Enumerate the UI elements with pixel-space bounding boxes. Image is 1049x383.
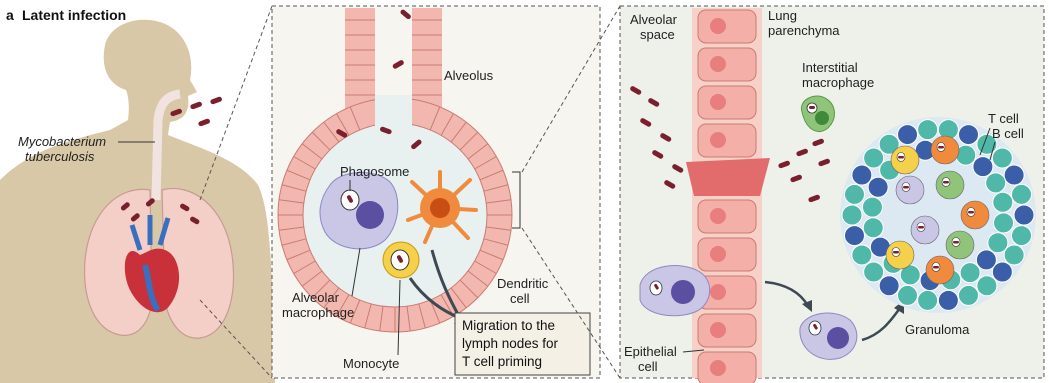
t-cell-label: T cell: [988, 111, 1019, 126]
epithelial-side-macrophage: [640, 266, 710, 316]
bacterium: [968, 211, 974, 214]
bacterium: [943, 181, 949, 184]
bacterium-label-line1: Mycobacterium: [18, 134, 106, 149]
panel-subtitle: Latent infection: [22, 7, 126, 23]
b-cell: [976, 250, 996, 270]
epithelial-cell: [698, 352, 756, 383]
b-cell: [1004, 165, 1024, 185]
b-cell: [938, 290, 958, 310]
granuloma-core-cell: [961, 201, 989, 229]
epithelial-cell: [698, 314, 756, 347]
epithelial-cell: [698, 238, 756, 271]
t-cell: [960, 263, 980, 283]
epithelial-nucleus: [710, 284, 726, 300]
granuloma-core-cell: [936, 171, 964, 199]
migration-text-line3: T cell priming: [462, 354, 542, 369]
interstitial-label-line1: Interstitial: [802, 60, 858, 75]
phagosome-label: Phagosome: [340, 164, 409, 179]
b-cell: [852, 165, 872, 185]
dendritic-label-line2: cell: [510, 291, 530, 306]
granuloma-core-cell: [896, 176, 924, 204]
t-cell: [918, 120, 938, 140]
alveolus-panel: Migration to the lymph nodes for T cell …: [272, 6, 620, 378]
epithelial-nucleus: [710, 94, 726, 110]
epithelial-nucleus: [710, 208, 726, 224]
b-cell: [844, 226, 864, 246]
epithelial-cell: [698, 48, 756, 81]
b-cell: [868, 177, 888, 197]
t-cell: [1004, 245, 1024, 265]
epithelial-cell: [698, 200, 756, 233]
b-cell: [879, 276, 899, 296]
granuloma-core-cell: [926, 256, 954, 284]
t-cell: [993, 192, 1013, 212]
alveolar-macrophage-label-line1: Alveolar: [292, 290, 340, 305]
t-cell: [898, 285, 918, 305]
granuloma-panel: Alveolar space Lung parenchyma Interstit…: [620, 6, 1044, 383]
bacterium: [918, 226, 924, 229]
dendritic-label-line1: Dendritic: [497, 276, 549, 291]
human-figure: Mycobacterium tuberculosis: [0, 6, 275, 383]
t-cell: [918, 290, 938, 310]
t-cell: [842, 205, 862, 225]
alveolar-space-label-line2: space: [640, 27, 675, 42]
bacterium: [903, 186, 909, 189]
bacterium-label-line2: tuberculosis: [25, 149, 95, 164]
granuloma-core-cell: [886, 241, 914, 269]
granuloma-core-cell: [946, 231, 974, 259]
epithelial-cell: [698, 86, 756, 119]
epithelial-nucleus: [710, 360, 726, 376]
t-cell: [988, 233, 1008, 253]
bacterium: [933, 266, 939, 269]
epithelial-nucleus: [710, 322, 726, 338]
migration-text-line1: Migration to the: [462, 318, 555, 333]
panel-letter: a: [6, 7, 14, 23]
alveolar-space-label-line1: Alveolar: [630, 12, 678, 27]
bacterium: [938, 146, 944, 149]
epithelial-nucleus: [710, 246, 726, 262]
epithelial-nucleus: [710, 132, 726, 148]
t-cell: [852, 245, 872, 265]
granuloma-label: Granuloma: [905, 322, 970, 337]
epithelial-nucleus: [710, 56, 726, 72]
bacterium: [953, 241, 959, 244]
alveolus-label: Alveolus: [444, 68, 494, 83]
granuloma-core-cell: [931, 136, 959, 164]
monocyte: [383, 242, 419, 278]
bacterium: [898, 156, 904, 159]
b-cell: [898, 125, 918, 145]
t-cell: [977, 276, 997, 296]
t-cell: [1012, 184, 1032, 204]
granuloma-core-cell: [911, 216, 939, 244]
b-cell: [958, 125, 978, 145]
epithelial-label-line1: Epithelial: [624, 344, 677, 359]
t-cell: [863, 218, 883, 238]
granuloma-core-cell: [891, 146, 919, 174]
t-cell: [844, 184, 864, 204]
t-cell: [864, 262, 884, 282]
lung-parenchyma-label-line2: parenchyma: [768, 23, 840, 38]
epithelial-nucleus: [710, 18, 726, 34]
breached-epithelium: [686, 158, 770, 196]
t-cell: [862, 197, 882, 217]
epithelial-cell: [698, 124, 756, 157]
lung-parenchyma-label-line1: Lung: [768, 8, 797, 23]
interstitial-label-line2: macrophage: [802, 75, 874, 90]
alveolar-macrophage: [320, 173, 398, 249]
alveolar-macrophage-label-line2: macrophage: [282, 305, 354, 320]
migration-text-line2: lymph nodes for: [462, 336, 559, 351]
bacterium: [893, 251, 899, 254]
epithelial-cell: [698, 10, 756, 43]
t-cell: [994, 213, 1014, 233]
t-cell: [986, 173, 1006, 193]
b-cell-label: B cell: [992, 126, 1024, 141]
b-cell: [1014, 205, 1034, 225]
t-cell: [992, 148, 1012, 168]
t-cell: [1012, 226, 1032, 246]
t-cell: [958, 285, 978, 305]
epithelial-label-line2: cell: [638, 359, 658, 374]
monocyte-label: Monocyte: [343, 356, 399, 371]
